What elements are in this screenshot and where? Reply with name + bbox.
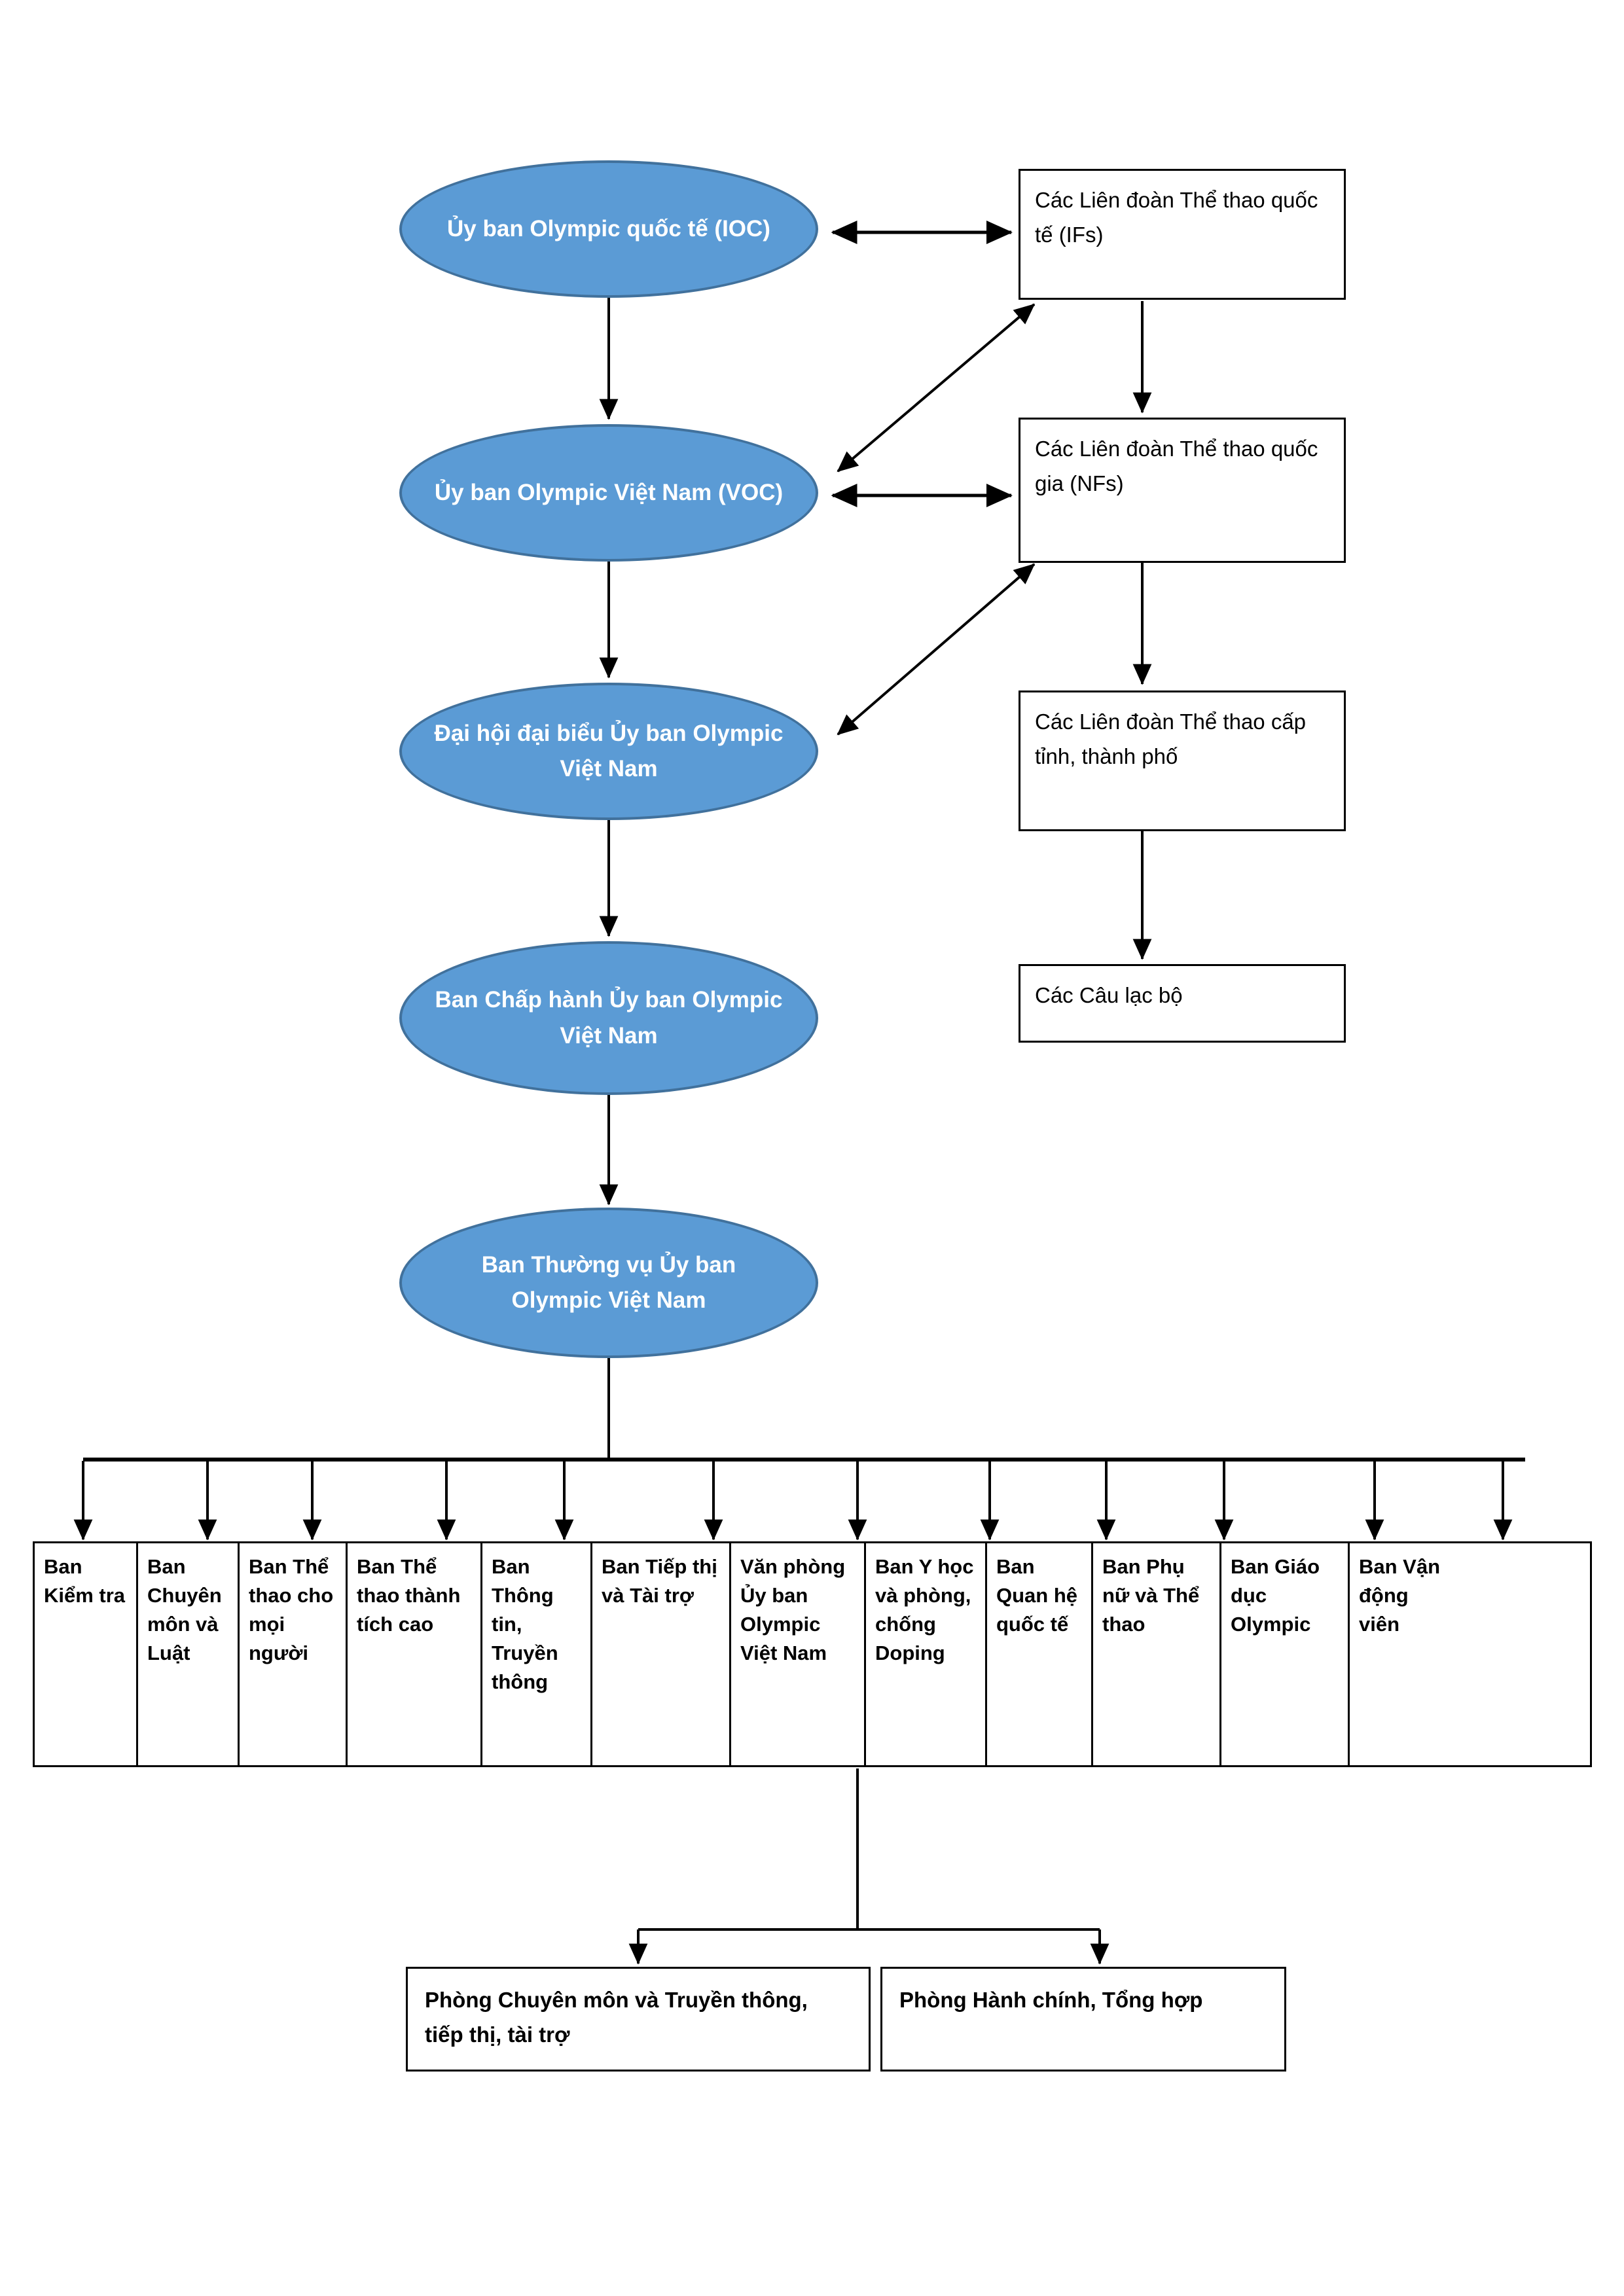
department-cell-11[interactable]: Ban Giáo dục Olympic (1221, 1543, 1350, 1765)
department-label-6: Ban Tiếp thị và Tài trợ (602, 1555, 717, 1607)
node-ban-thuong-vu[interactable]: Ban Thường vụ Ủy ban Olympic Việt Nam (399, 1208, 818, 1358)
department-label-7: Văn phòng Ủy ban Olympic Việt Nam (740, 1555, 846, 1665)
node-office-unit-administration-label: Phòng Hành chính, Tổng hợp (899, 1988, 1203, 2012)
department-cell-1[interactable]: Ban Kiểm tra (35, 1543, 138, 1765)
department-cell-5[interactable]: Ban Thông tin, Truyền thông (482, 1543, 592, 1765)
node-national-federations-label: Các Liên đoàn Thể thao quốc gia (NFs) (1035, 437, 1318, 496)
department-label-3: Ban Thể thao cho mọi người (249, 1555, 334, 1665)
department-label-9: Ban Quan hệ quốc tế (996, 1555, 1078, 1636)
department-cell-8[interactable]: Ban Y học và phòng, chống Doping (866, 1543, 987, 1765)
department-cell-2[interactable]: Ban Chuyên môn và Luật (138, 1543, 240, 1765)
department-label-10: Ban Phụ nữ và Thể thao (1102, 1555, 1200, 1636)
node-provincial-federations-label: Các Liên đoàn Thể thao cấp tỉnh, thành p… (1035, 709, 1307, 769)
node-office-unit-administration[interactable]: Phòng Hành chính, Tổng hợp (880, 1967, 1286, 2072)
node-international-federations-label: Các Liên đoàn Thể thao quốc tế (IFs) (1035, 188, 1318, 247)
department-cell-10[interactable]: Ban Phụ nữ và Thể thao (1093, 1543, 1221, 1765)
connector-dhdb-nfs (837, 563, 1036, 736)
department-cell-12[interactable]: Ban Vận động viên (1350, 1543, 1459, 1765)
department-label-8: Ban Y học và phòng, chống Doping (875, 1555, 974, 1665)
department-label-11: Ban Giáo dục Olympic (1231, 1555, 1320, 1636)
node-ban-thuong-vu-label: Ban Thường vụ Ủy ban Olympic Việt Nam (481, 1251, 736, 1313)
node-voc-label: Ủy ban Olympic Việt Nam (VOC) (434, 479, 784, 505)
node-ioc-label: Ủy ban Olympic quốc tế (IOC) (447, 215, 770, 242)
node-ban-chap-hanh-label: Ban Chấp hành Ủy ban Olympic Việt Nam (435, 987, 783, 1049)
node-ban-chap-hanh[interactable]: Ban Chấp hành Ủy ban Olympic Việt Nam (399, 941, 818, 1095)
node-ioc[interactable]: Ủy ban Olympic quốc tế (IOC) (399, 160, 818, 298)
department-strip: Ban Kiểm tra Ban Chuyên môn và Luật Ban … (33, 1541, 1592, 1767)
node-dai-hoi-dai-bieu[interactable]: Đại hội đại biểu Ủy ban Olympic Việt Nam (399, 683, 818, 820)
node-clubs[interactable]: Các Câu lạc bộ (1019, 964, 1346, 1043)
department-cell-6[interactable]: Ban Tiếp thị và Tài trợ (592, 1543, 731, 1765)
node-clubs-label: Các Câu lạc bộ (1035, 983, 1183, 1007)
department-cell-4[interactable]: Ban Thể thao thành tích cao (348, 1543, 482, 1765)
node-office-unit-professional-label: Phòng Chuyên môn và Truyền thông, tiếp t… (425, 1988, 808, 2047)
node-international-federations[interactable]: Các Liên đoàn Thể thao quốc tế (IFs) (1019, 169, 1346, 300)
node-voc[interactable]: Ủy ban Olympic Việt Nam (VOC) (399, 424, 818, 562)
department-label-2: Ban Chuyên môn và Luật (147, 1555, 222, 1665)
department-label-12: Ban Vận động viên (1359, 1555, 1441, 1636)
department-cell-3[interactable]: Ban Thể thao cho mọi người (240, 1543, 348, 1765)
department-label-4: Ban Thể thao thành tích cao (357, 1555, 461, 1636)
department-label-1: Ban Kiểm tra (44, 1555, 126, 1607)
node-dai-hoi-dai-bieu-label: Đại hội đại biểu Ủy ban Olympic Việt Nam (434, 720, 784, 781)
node-national-federations[interactable]: Các Liên đoàn Thể thao quốc gia (NFs) (1019, 418, 1346, 563)
department-cell-7[interactable]: Văn phòng Ủy ban Olympic Việt Nam (731, 1543, 866, 1765)
connector-voc-ifs (837, 303, 1036, 473)
department-label-5: Ban Thông tin, Truyền thông (492, 1555, 558, 1694)
node-provincial-federations[interactable]: Các Liên đoàn Thể thao cấp tỉnh, thành p… (1019, 691, 1346, 831)
department-cell-9[interactable]: Ban Quan hệ quốc tế (987, 1543, 1093, 1765)
node-office-unit-professional[interactable]: Phòng Chuyên môn và Truyền thông, tiếp t… (406, 1967, 871, 2072)
